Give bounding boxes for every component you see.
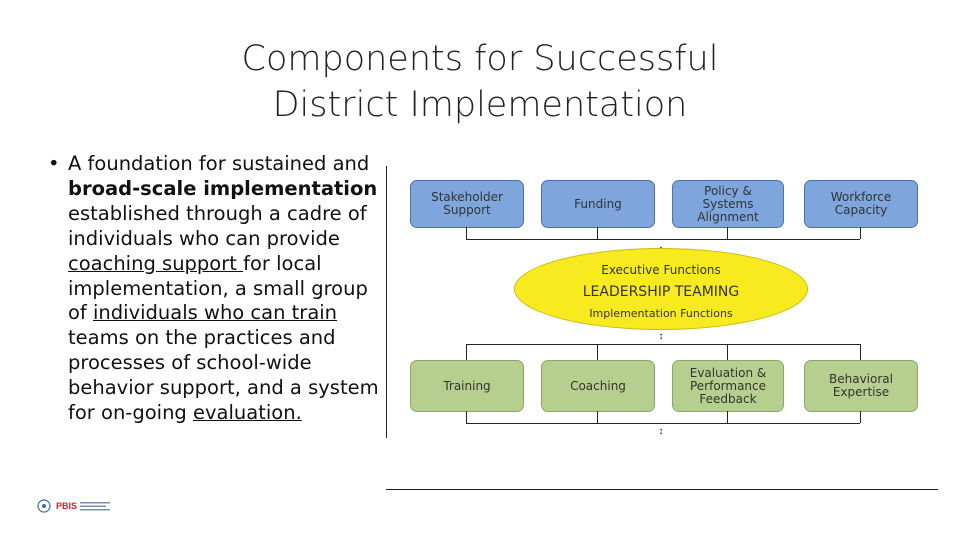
top-connector-2 [597, 227, 598, 239]
bottom-box-label: Coaching [570, 378, 626, 393]
bottom-box-label: Behavioral Expertise [829, 372, 893, 399]
title-line-2: District Implementation [272, 85, 688, 125]
middle-connector-3 [727, 344, 728, 360]
top-box-stakeholder-support: Stakeholder Support [410, 180, 524, 228]
bottom-box-label: Training [443, 378, 491, 393]
top-connector-1 [466, 227, 467, 239]
bottom-box-evaluation-feedback: Evaluation & Performance Feedback [672, 360, 784, 412]
bullet-segment: teams on the practices and processes of … [68, 326, 379, 425]
top-box-policy-systems-alignment: Policy & Systems Alignment [672, 180, 784, 228]
bottom-connector-4 [860, 411, 861, 423]
middle-connector-2 [597, 344, 598, 360]
implementation-functions-label: Implementation Functions [589, 307, 733, 320]
bottom-box-training: Training [410, 360, 524, 412]
svg-text:PBIS: PBIS [56, 501, 77, 511]
top-box-label: Stakeholder Support [431, 190, 503, 217]
top-box-label: Policy & Systems Alignment [697, 183, 759, 224]
bottom-connector-3 [727, 411, 728, 423]
bullet-segment: A foundation for sustained and [68, 152, 370, 175]
bullet-marker: • [48, 152, 60, 175]
frame-bottom-line [386, 489, 938, 490]
top-bracket-line [466, 239, 860, 240]
implementation-diagram: Stakeholder Support Funding Policy & Sys… [386, 166, 940, 492]
bottom-box-label: Evaluation & Performance Feedback [689, 365, 767, 406]
bullet-text: A foundation for sustained and broad-sca… [68, 152, 380, 426]
top-connector-4 [860, 227, 861, 239]
leadership-teaming-ellipse: Executive Functions LEADERSHIP TEAMING I… [514, 248, 808, 330]
frame-left-line [386, 166, 387, 438]
slide-title: Components for Successful District Imple… [180, 36, 780, 128]
bullet-segment: established through a cadre of individua… [68, 201, 367, 250]
executive-functions-label: Executive Functions [601, 263, 721, 277]
leadership-teaming-label: LEADERSHIP TEAMING [582, 284, 740, 300]
middle-bracket-line [466, 344, 860, 345]
bottom-double-arrow: ↕ [658, 426, 664, 437]
middle-double-arrow: ↕ [658, 331, 664, 342]
top-box-label: Funding [574, 196, 622, 211]
bullet-underlined-coaching: coaching support [68, 251, 244, 275]
pbis-logo: PBIS [36, 498, 136, 514]
title-line-1: Components for Successful [241, 39, 719, 79]
top-box-label: Workforce Capacity [830, 190, 892, 217]
bottom-connector-2 [597, 411, 598, 423]
bottom-box-coaching: Coaching [541, 360, 655, 412]
bottom-box-behavioral-expertise: Behavioral Expertise [804, 360, 918, 412]
top-box-funding: Funding [541, 180, 655, 228]
bottom-bracket-line [466, 423, 860, 424]
bullet-segment: for local implementation, a small group … [68, 251, 368, 325]
bottom-connector-1 [466, 411, 467, 423]
top-connector-3 [727, 227, 728, 239]
pbis-logo-graphic: PBIS [37, 499, 110, 513]
bullet-underlined-evaluation: evaluation. [193, 401, 302, 425]
middle-connector-1 [466, 344, 467, 360]
bullet-point: • A foundation for sustained and broad-s… [48, 152, 380, 426]
bullet-bold-phrase: broad-scale implementation [68, 176, 378, 200]
top-box-workforce-capacity: Workforce Capacity [804, 180, 918, 228]
bullet-underlined-train: individuals who can train [93, 301, 338, 325]
middle-connector-4 [860, 344, 861, 360]
